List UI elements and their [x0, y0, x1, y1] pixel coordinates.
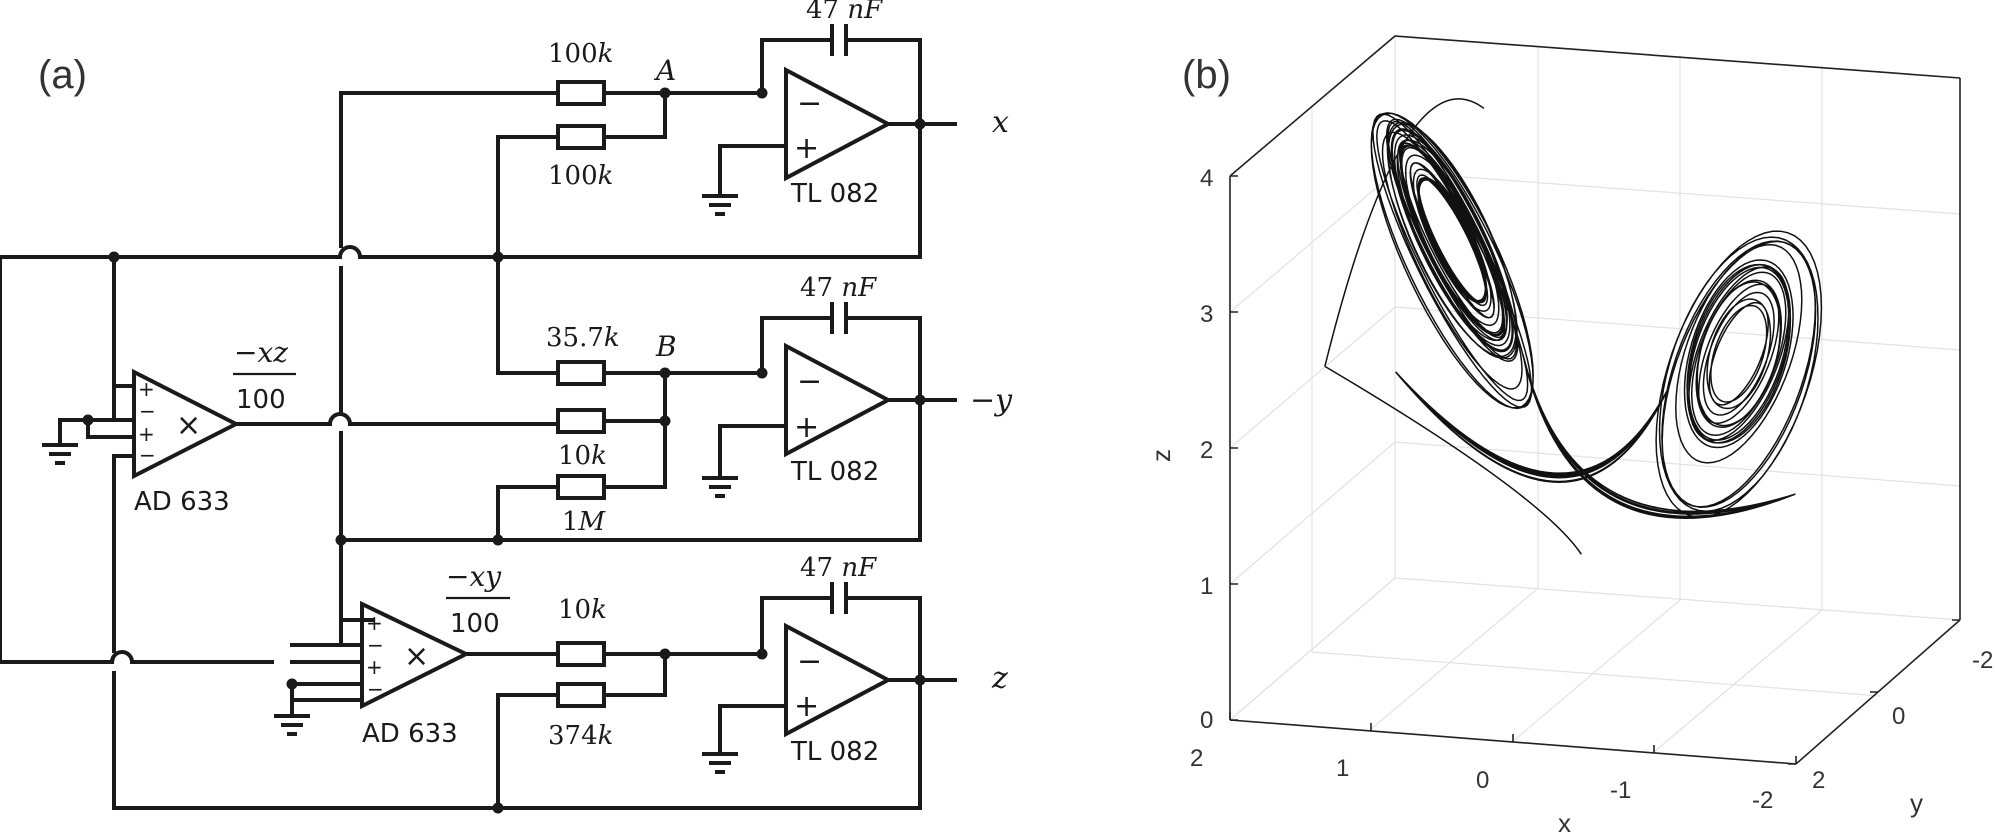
opamp-3 — [784, 622, 893, 738]
circuit-wires — [0, 38, 957, 810]
opamp-2 — [784, 342, 893, 458]
node-b-label: B — [655, 330, 677, 363]
multiplier-2-symbol: × — [404, 639, 429, 674]
z-tick-4: 4 — [1200, 165, 1213, 192]
opamp-2-minus: − — [797, 364, 822, 399]
svg-text:+: + — [138, 422, 155, 446]
multiplier-2 — [360, 600, 471, 710]
axes-box — [1229, 35, 1961, 765]
opamp-1-label: TL 082 — [790, 179, 879, 209]
resistor-r2 — [556, 124, 606, 150]
resistors — [556, 80, 606, 708]
multiplier-1-label: AD 633 — [134, 487, 230, 517]
panel-label-a: (a) — [38, 53, 87, 97]
r3-label: 35.7k — [546, 323, 620, 353]
node-a-label: A — [653, 54, 676, 87]
multipliers: × × + − + − + − + − AD 633 AD 633 — [132, 368, 471, 749]
capacitor-c2 — [830, 302, 848, 334]
r1-label: 100k — [548, 39, 613, 69]
mult2-output-expression: −xy 100 — [446, 560, 510, 639]
opamp-3-label: TL 082 — [790, 737, 879, 767]
svg-text:−xz: −xz — [234, 336, 288, 369]
mult1-output-expression: −xz 100 — [233, 336, 296, 415]
capacitor-c3 — [830, 582, 848, 614]
y-axis-label: y — [1910, 788, 1923, 818]
z-tick-3: 3 — [1200, 301, 1213, 328]
resistor-r3 — [556, 360, 606, 386]
multiplier-1 — [132, 368, 241, 480]
svg-text:+: + — [366, 611, 383, 635]
x-ticks: 2 1 0 -1 -2 x — [1190, 712, 1797, 838]
capacitors — [830, 24, 848, 614]
svg-text:−: − — [367, 633, 384, 657]
attractor-panel: (b) — [1146, 35, 1993, 838]
opamp-1 — [784, 66, 893, 182]
resistor-r1 — [556, 80, 606, 106]
x-tick-2: 0 — [1476, 767, 1489, 794]
capacitor-c1 — [830, 24, 848, 56]
attractor-trajectory — [1324, 98, 1823, 555]
z-tick-1: 1 — [1200, 573, 1213, 600]
svg-text:−xy: −xy — [446, 560, 502, 593]
resistor-r4 — [556, 408, 606, 434]
r5-label: 1M — [562, 507, 607, 537]
trajectory-line — [1324, 98, 1823, 555]
ground-icon — [274, 714, 310, 736]
r7-label: 374k — [548, 721, 613, 751]
panel-label-b: (b) — [1182, 53, 1231, 97]
y-tick-2: 2 — [1812, 767, 1825, 794]
z-ticks: 0 1 2 3 4 z — [1146, 165, 1238, 734]
ground-icon — [702, 476, 738, 498]
svg-text:−: − — [139, 399, 156, 423]
svg-text:100: 100 — [236, 385, 286, 415]
opamp-2-plus: + — [794, 410, 819, 445]
resistor-r7 — [556, 682, 606, 708]
x-tick-1: 1 — [1336, 755, 1349, 782]
multiplier-2-label: AD 633 — [362, 719, 458, 749]
opamp-1-plus: + — [794, 131, 819, 166]
circuit-junctions — [82, 87, 926, 814]
output-y-label: −y — [970, 383, 1013, 418]
x-tick-4: -2 — [1752, 787, 1773, 814]
output-z-label: z — [991, 661, 1008, 696]
back-grid — [1229, 35, 1961, 753]
opamp-2-label: TL 082 — [790, 457, 879, 487]
multiplier-1-symbol: × — [176, 408, 201, 443]
svg-text:100: 100 — [450, 609, 500, 639]
y-tick-0: -2 — [1972, 647, 1993, 674]
opamps: − + − + − + TL 082 TL 082 TL 082 — [784, 66, 893, 767]
c3-label: 47 nF — [800, 553, 877, 583]
opamp-3-plus: + — [794, 689, 819, 724]
r4-label: 10k — [558, 441, 607, 471]
svg-text:−: − — [139, 443, 156, 467]
opamp-1-minus: − — [797, 86, 822, 121]
z-tick-0: 0 — [1200, 707, 1213, 734]
ground-icon — [702, 194, 738, 216]
c1-label: 47 nF — [806, 0, 883, 25]
ground-icon — [702, 752, 738, 774]
ground-symbols — [42, 194, 738, 774]
resistor-r5 — [556, 474, 606, 500]
z-tick-2: 2 — [1200, 437, 1213, 464]
r2-label: 100k — [548, 161, 613, 191]
y-ticks: -2 0 2 y — [1788, 619, 1993, 818]
svg-text:−: − — [367, 677, 384, 701]
svg-text:+: + — [366, 655, 383, 679]
component-labels: 100k 100k 35.7k 10k 1M 10k 374k 47 nF 47… — [233, 0, 1013, 751]
x-axis-label: x — [1558, 808, 1571, 838]
r6-label: 10k — [558, 595, 607, 625]
x-tick-3: -1 — [1610, 777, 1631, 804]
circuit-panel: (a) — [0, 0, 1013, 814]
y-tick-1: 0 — [1892, 703, 1905, 730]
opamp-3-minus: − — [797, 644, 822, 679]
svg-text:+: + — [138, 377, 155, 401]
resistor-r6 — [556, 641, 606, 667]
z-axis-label: z — [1146, 449, 1176, 462]
x-tick-0: 2 — [1190, 745, 1203, 772]
ground-icon — [42, 443, 78, 465]
output-x-label: x — [992, 105, 1009, 140]
c2-label: 47 nF — [800, 273, 877, 303]
